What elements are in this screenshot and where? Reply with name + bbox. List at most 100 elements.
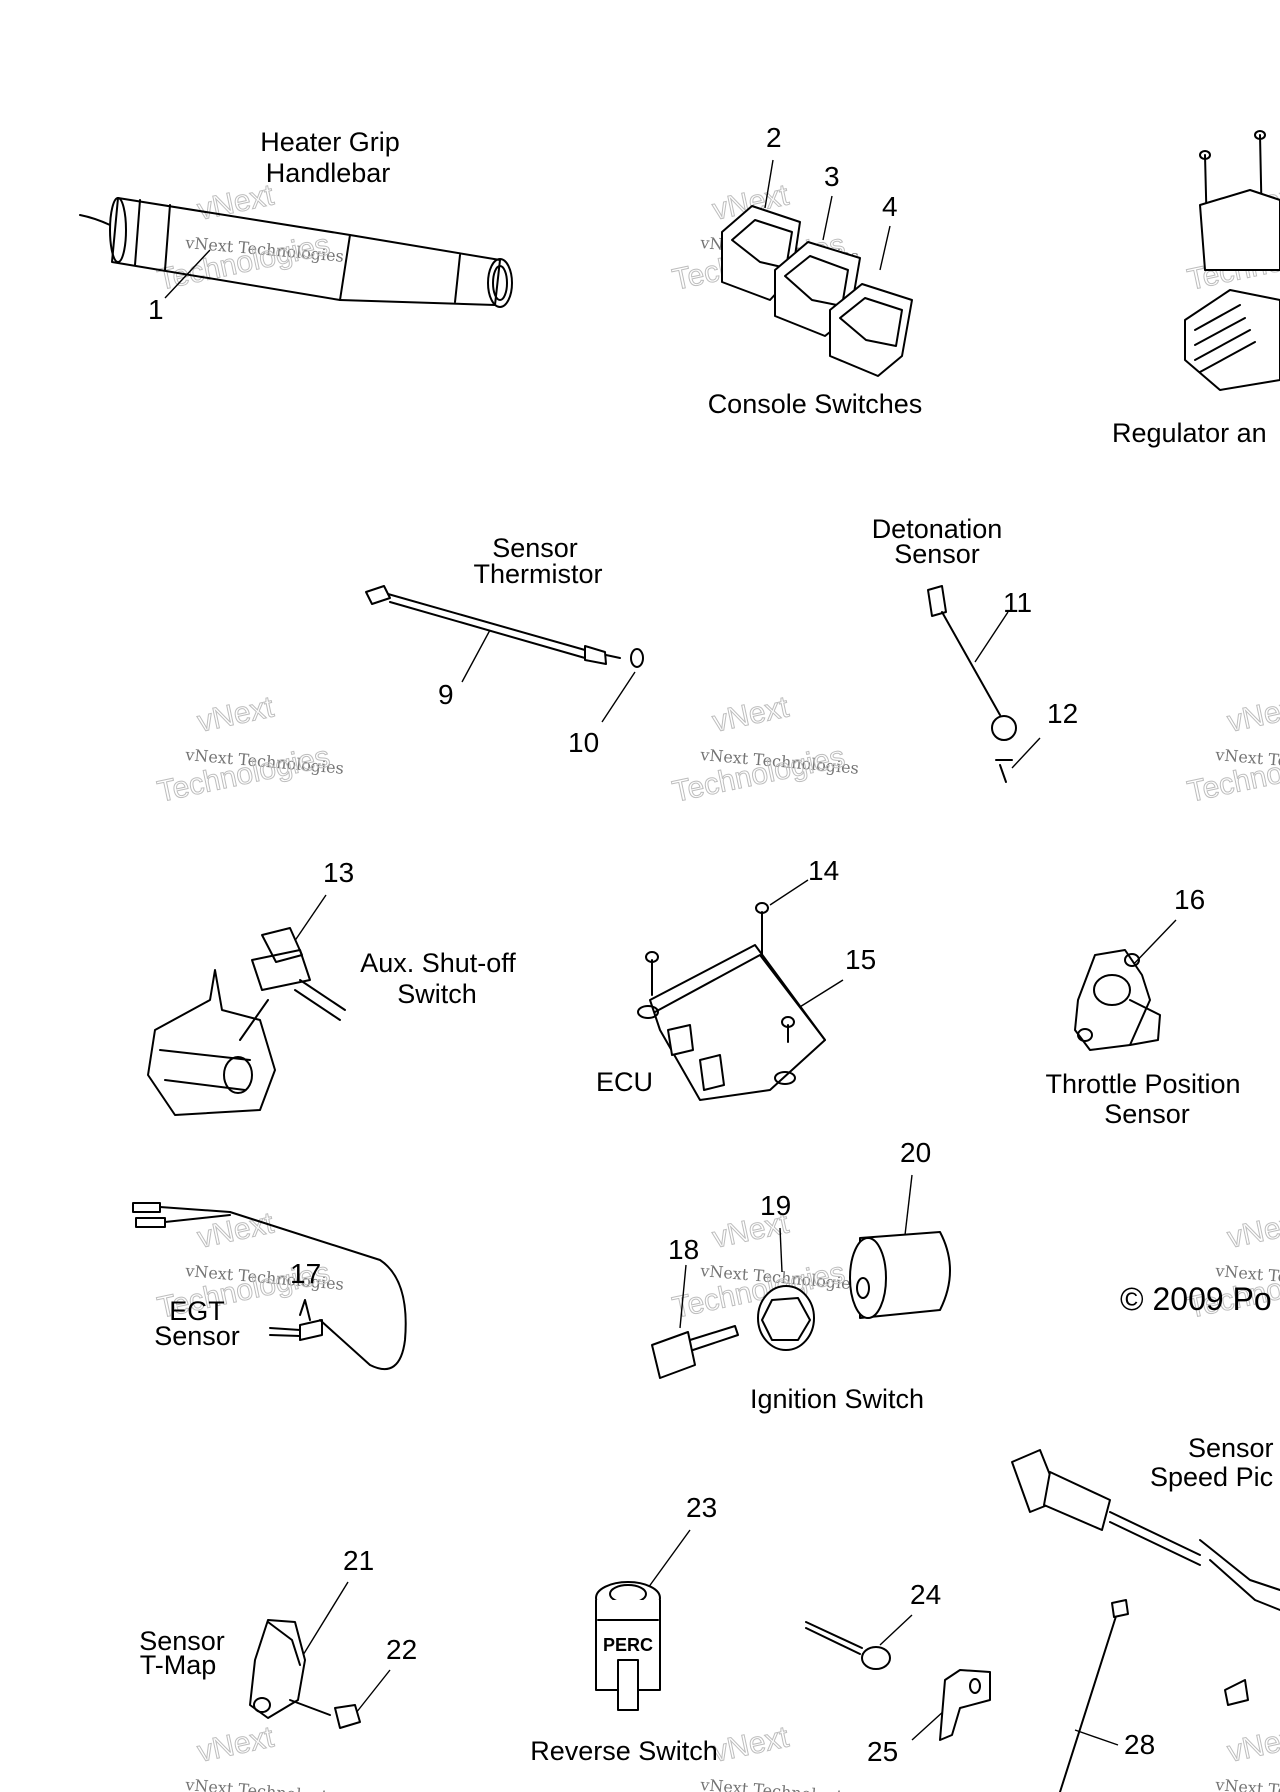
leader-line <box>879 225 891 271</box>
callout-16: 16 <box>1174 884 1205 915</box>
tmap-label: Sensor <box>139 1626 225 1656</box>
leader-line <box>601 671 636 723</box>
callout-20: 20 <box>900 1137 931 1168</box>
callout-15: 15 <box>845 944 876 975</box>
speed-pickup-label: Speed Pic <box>1150 1462 1273 1492</box>
callout-12: 12 <box>1047 698 1078 729</box>
throttle-sensor-group: 16 Throttle Position Sensor <box>1045 884 1240 1129</box>
aux-shutoff-label: Switch <box>397 979 477 1009</box>
speed-pickup-label: Sensor <box>1188 1433 1274 1463</box>
ignition-switch-label: Ignition Switch <box>750 1384 924 1414</box>
svg-text:vNext: vNext <box>710 690 793 738</box>
svg-text:vNext: vNext <box>1225 1720 1280 1768</box>
detonation-sensor-group: Detonation Sensor 11 12 <box>872 514 1078 783</box>
leader-line <box>351 1669 391 1719</box>
callout-21: 21 <box>343 1545 374 1576</box>
callout-2: 2 <box>766 122 782 153</box>
svg-text:vNext Technologies: vNext Technologies <box>1214 1775 1280 1792</box>
regulator-group: Regulator an <box>1112 130 1280 448</box>
leader-line <box>794 979 844 1011</box>
leader-line <box>1074 1729 1119 1746</box>
reverse-switch-group: 23 PERC Reverse Switch <box>530 1492 718 1766</box>
watermark: vNext vNext Technologies <box>699 1720 860 1792</box>
aux-shutoff-part <box>147 927 346 1116</box>
callout-19: 19 <box>760 1190 791 1221</box>
leader-line <box>974 611 1009 663</box>
throttle-sensor-part <box>1074 949 1161 1051</box>
thermistor-label: Sensor <box>492 533 578 563</box>
watermark: vNext vNext Technologies <box>1214 1720 1280 1792</box>
reverse-switch-label: Reverse Switch <box>530 1736 718 1766</box>
svg-text:vNext: vNext <box>1225 690 1280 738</box>
thermistor-label: Thermistor <box>473 559 602 589</box>
heater-grip-group: Heater Grip Handlebar 1 <box>79 127 513 325</box>
callout-11: 11 <box>1003 587 1032 618</box>
sensor-thermistor-group: Sensor Thermistor 9 10 <box>365 533 644 758</box>
callout-25: 25 <box>867 1736 898 1767</box>
svg-text:vNext Technologies: vNext Technologies <box>184 1775 345 1792</box>
perc-label: PERC <box>603 1635 653 1655</box>
throttle-label: Throttle Position <box>1045 1069 1240 1099</box>
tmap-sensor-part <box>249 1619 361 1729</box>
ignition-nut-part <box>757 1285 815 1351</box>
speed-pickup-part <box>1011 1449 1280 1706</box>
ignition-body-part <box>849 1231 951 1319</box>
ecu-group: 14 15 ECU <box>596 855 876 1101</box>
heater-grip-part <box>79 197 513 308</box>
ignition-key-part <box>651 1325 739 1379</box>
sensor-tmap-group: 21 22 Sensor T-Map <box>139 1545 417 1729</box>
detonation-label: Sensor <box>894 539 980 569</box>
callout-3: 3 <box>824 161 840 192</box>
ignition-switch-group: 18 19 20 Ignition Switch <box>651 1137 951 1414</box>
egt-label: Sensor <box>154 1321 240 1351</box>
leader-line <box>164 249 211 299</box>
watermark: vNext vNext Technologies Technologies <box>1184 690 1280 809</box>
rocker-switch-part <box>829 283 913 377</box>
svg-text:vNext: vNext <box>195 1720 278 1768</box>
callout-14: 14 <box>808 855 839 886</box>
callout-13: 13 <box>323 857 354 888</box>
callout-4: 4 <box>882 191 898 222</box>
callout-9: 9 <box>438 679 454 710</box>
egt-label: EGT <box>169 1296 225 1326</box>
svg-text:vNext: vNext <box>1225 1206 1280 1254</box>
pin-part <box>805 1621 891 1670</box>
parts-24-25-group: 24 25 <box>805 1579 991 1767</box>
svg-text:vNext: vNext <box>195 690 278 738</box>
leader-line <box>1011 737 1041 769</box>
console-switches-label: Console Switches <box>708 389 923 419</box>
thermistor-part <box>365 585 644 668</box>
console-switches-group: 2 3 4 Console Switches <box>708 122 923 419</box>
egt-sensor-part <box>132 1202 407 1371</box>
watermark: vNext vNext Technologies <box>184 1720 345 1792</box>
leader-line <box>779 1227 783 1273</box>
leader-line <box>911 1709 946 1741</box>
bracket-part <box>939 1669 991 1741</box>
callout-17: 17 <box>290 1258 321 1289</box>
throttle-label: Sensor <box>1104 1099 1190 1129</box>
aux-shutoff-label: Aux. Shut-off <box>360 948 516 978</box>
leader-line <box>647 1529 691 1589</box>
leader-line <box>299 1581 349 1661</box>
svg-text:vNext Technologies: vNext Technologies <box>699 1775 860 1792</box>
reverse-switch-part <box>595 1581 661 1711</box>
egt-sensor-group: 17 EGT Sensor <box>132 1202 407 1371</box>
leader-line <box>822 195 833 241</box>
ecu-label: ECU <box>596 1067 653 1097</box>
callout-24: 24 <box>910 1579 941 1610</box>
leader-line <box>769 879 809 906</box>
callout-18: 18 <box>668 1234 699 1265</box>
svg-text:vNext: vNext <box>710 1720 793 1768</box>
leader-line <box>764 159 774 209</box>
watermark: vNext vNext Technologies Technologies <box>154 690 345 809</box>
watermark: vNext vNext Technologies Technologies <box>669 690 860 809</box>
cable-tie-part <box>1059 1609 1119 1792</box>
aux-shutoff-group: 13 Aux. Shut-off Switch <box>147 857 516 1116</box>
callout-23: 23 <box>686 1492 717 1523</box>
callout-22: 22 <box>386 1634 417 1665</box>
tmap-label: T-Map <box>140 1650 217 1680</box>
heater-grip-label: Heater Grip <box>260 127 400 157</box>
leader-line <box>1129 919 1177 969</box>
ecu-part <box>637 902 826 1101</box>
